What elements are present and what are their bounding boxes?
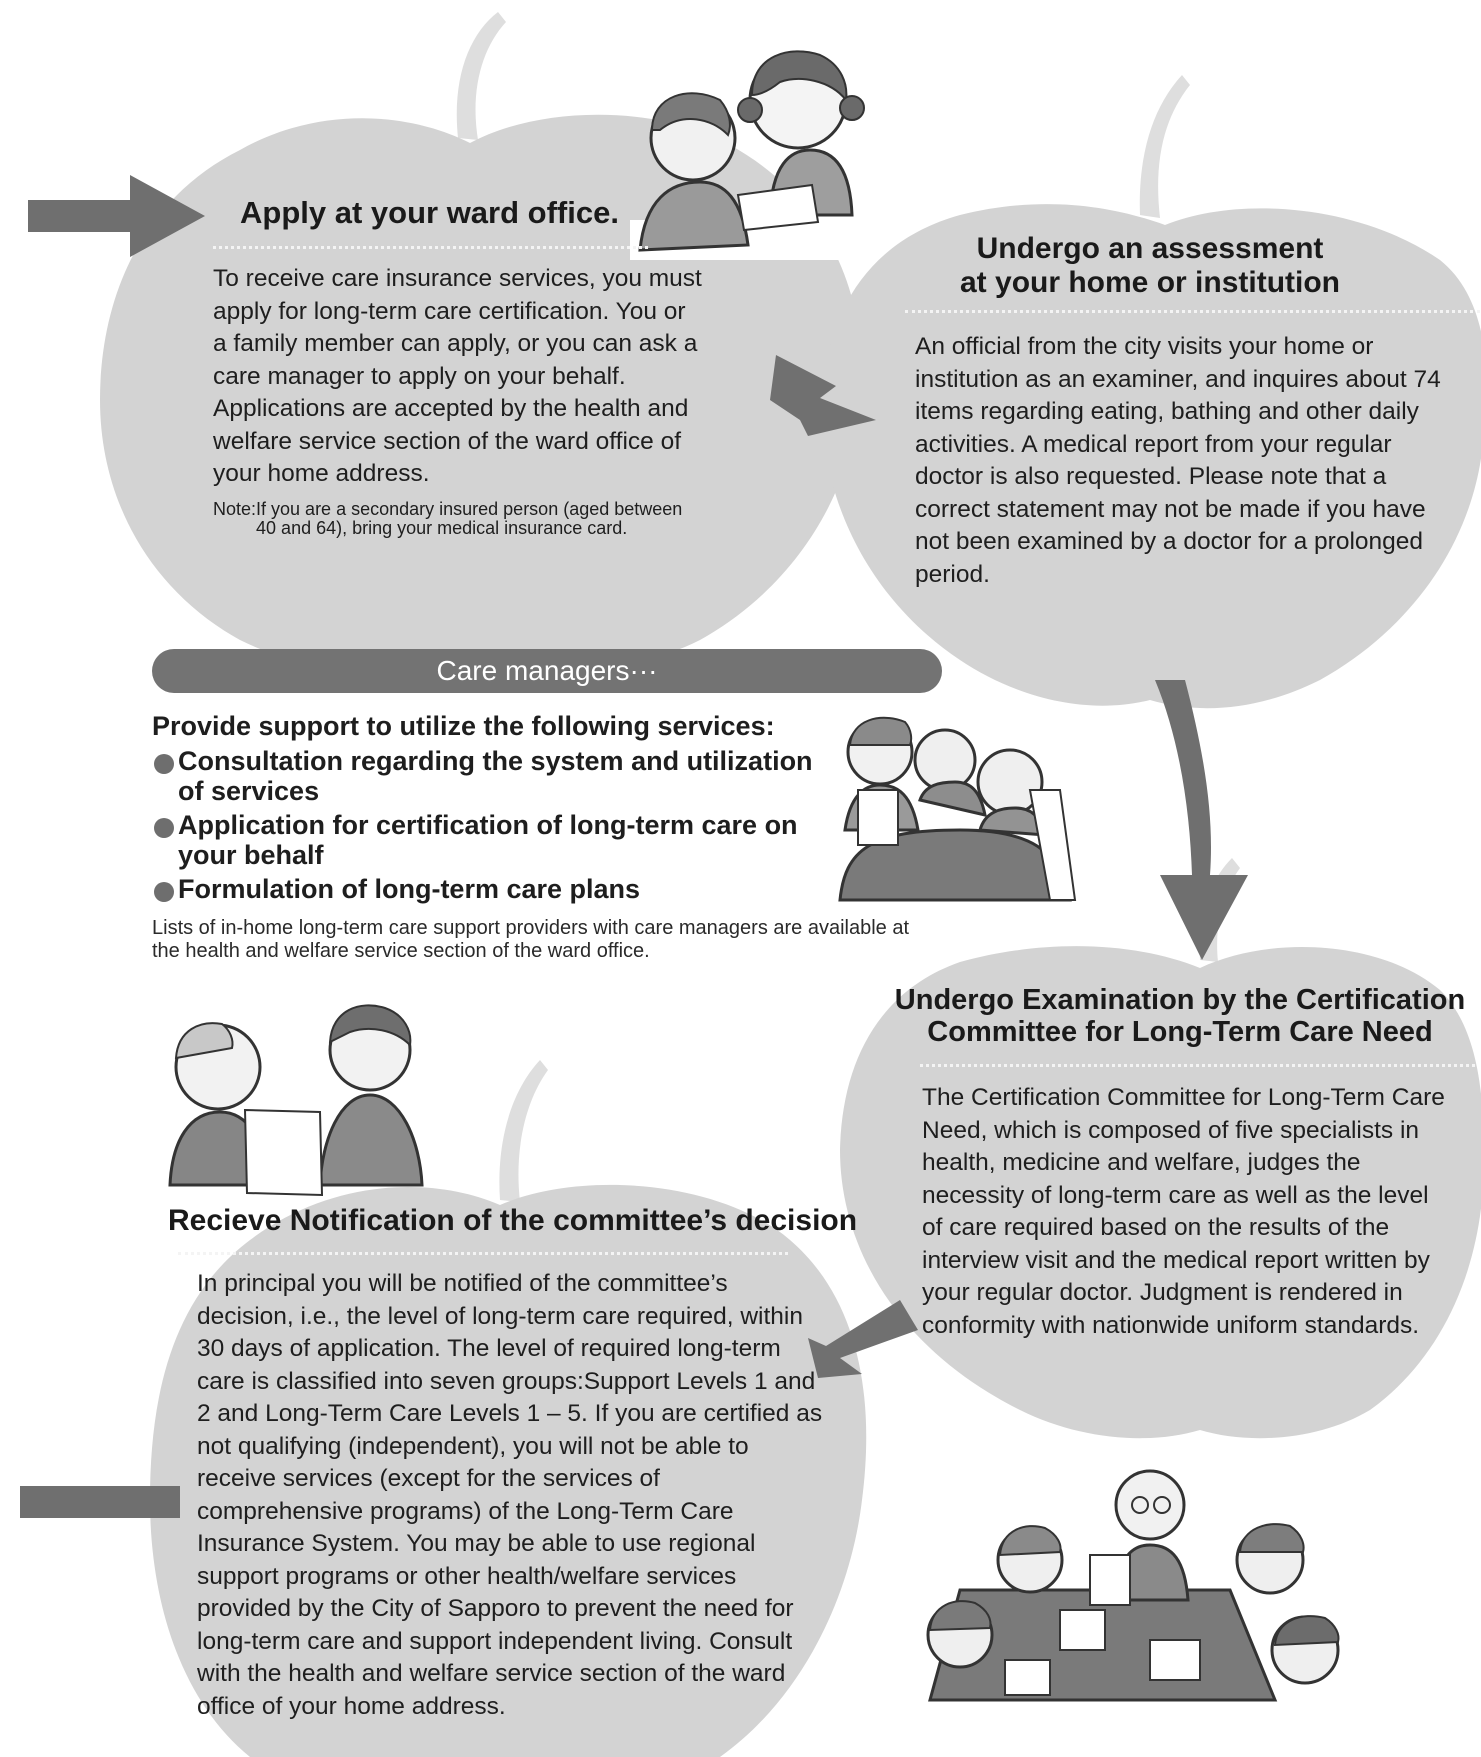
assessment-divider (905, 310, 1480, 313)
care-managers-heading: Care managers··· (152, 649, 942, 693)
care-managers-panel: Provide support to utilize the following… (152, 710, 822, 908)
apple-stem-4 (499, 1060, 548, 1202)
illustration-committee-meeting (926, 1469, 1340, 1702)
arrow-entry (28, 175, 205, 257)
examination-body: The Certification Committee for Long-Ter… (922, 1084, 1445, 1339)
apple-shape-notification (150, 1184, 867, 1757)
assessment-title: Undergo an assessment at your home or in… (920, 232, 1380, 299)
assessment-title-line2: at your home or institution (960, 265, 1340, 299)
care-managers-intro: Provide support to utilize the following… (152, 711, 775, 741)
apply-note-label: Note: (213, 499, 257, 519)
illustration-care-manager-and-elderly-couple (838, 716, 1077, 902)
examination-title-line2: Committee for Long-Term Care Need (927, 1016, 1433, 1049)
arrow-examination-to-notification (808, 1300, 918, 1378)
apply-note-text: If you are a secondary insured person (a… (256, 499, 683, 538)
assessment-body: An official from the city visits your ho… (915, 333, 1441, 588)
care-managers-item: Application for certification of long-te… (152, 810, 822, 870)
apply-note: Note: If you are a secondary insured per… (213, 500, 683, 538)
apply-body: To receive care insurance services, you … (213, 265, 702, 487)
arrow-apply-to-assessment (770, 355, 876, 436)
care-managers-item: Consultation regarding the system and ut… (152, 746, 822, 806)
notification-body: In principal you will be notified of the… (197, 1270, 823, 1720)
illustration-applicant-and-clerk (630, 50, 865, 260)
apple-shape-examination (840, 946, 1481, 1439)
care-managers-item: Formulation of long-term care plans (152, 874, 822, 904)
notification-title: Recieve Notification of the committee’s … (168, 1204, 858, 1237)
arrow-assessment-to-examination (1155, 680, 1248, 960)
examination-title-line1: Undergo Examination by the Certification (894, 984, 1466, 1016)
examination-divider (920, 1064, 1475, 1067)
apple-stem-2 (1139, 75, 1190, 218)
care-managers-note: Lists of in-home long-term care support … (152, 917, 910, 962)
apply-title: Apply at your ward office. (240, 195, 619, 230)
examination-title: Undergo Examination by the Certification… (880, 984, 1480, 1049)
arrow-bottom-left (20, 1486, 180, 1518)
apple-shape-assessment (821, 204, 1481, 709)
apply-divider (213, 246, 648, 249)
apple-stem-1 (456, 12, 506, 140)
care-managers-list: Consultation regarding the system and ut… (152, 746, 822, 904)
notification-divider (178, 1252, 788, 1255)
illustration-elderly-man-consulting-staff (168, 1004, 424, 1197)
assessment-title-line1: Undergo an assessment (976, 232, 1324, 265)
